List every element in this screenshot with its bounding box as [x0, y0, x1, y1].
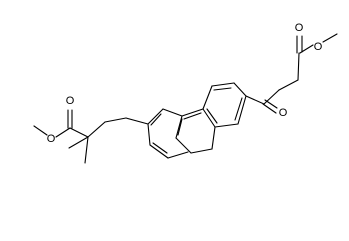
atom-o-ester-right-carbonyl: O: [295, 22, 304, 34]
bond-methyl-o-right: [322, 33, 338, 43]
ring1-inner-2: [206, 108, 218, 124]
atom-o-ketone: O: [279, 107, 288, 119]
ring3-bond-3: [147, 123, 151, 146]
bond-o-methyl-left: [33, 125, 48, 136]
bond-ch2-ch2: [104, 117, 127, 123]
right-methyl-ester-chain: [245, 33, 338, 114]
bond-ketone-double-a: [262, 103, 277, 114]
ring1-bond-1: [233, 82, 247, 97]
ring1-bond-2: [211, 82, 235, 87]
bond-quaternary-methyl-2: [84, 136, 89, 164]
atom-o-ester-left-carbonyl: O: [66, 95, 75, 107]
upper-aromatic-ring: [202, 82, 247, 128]
ring1-inner-1: [213, 87, 232, 91]
atom-o-ester-right-single: O: [314, 41, 323, 53]
bond-carbonyl-o: [55, 127, 71, 138]
lower-aromatic-ring: [147, 108, 189, 159]
bond-ch2-to-ketone: [263, 89, 280, 105]
bond-ch2-to-ch2: [278, 79, 299, 91]
ring2-bond-4: [190, 148, 213, 154]
ring3-bond-1: [162, 108, 183, 117]
bond-ketone-double-b: [264, 99, 278, 109]
atom-labels: O O O O O: [47, 22, 323, 145]
left-methyl-ester-chain: [33, 109, 149, 164]
ring1-bond-3: [202, 85, 213, 110]
bond-ketone-to-ring: [245, 95, 265, 105]
bond-ester-to-ch2: [297, 52, 300, 81]
atom-o-ester-left-single: O: [47, 133, 56, 145]
ring2-bond-1: [181, 108, 204, 117]
bond-ch2-quaternary: [87, 121, 106, 138]
bond-quaternary-methyl-1: [68, 136, 89, 149]
ring2-bond-2: [175, 115, 183, 139]
ring3-bond-2: [147, 108, 164, 125]
ring3-inner-3: [177, 118, 183, 136]
ring3-bond-4: [149, 144, 169, 159]
ring1-bond-4: [202, 108, 216, 128]
ring3-inner-2: [152, 142, 168, 154]
ring1-inner-3: [234, 97, 243, 121]
ring3-inner-1: [150, 113, 162, 126]
ring1-bond-6: [237, 95, 247, 125]
bond-quaternary-carbonyl: [69, 127, 89, 138]
ring2-bond-5: [211, 126, 216, 150]
ring1-bond-5: [214, 123, 239, 128]
ring3-bond-5: [167, 151, 189, 159]
ring2-inner-1: [183, 112, 202, 120]
bond-ring-to-ch2: [125, 117, 149, 125]
dihydro-ring: [175, 108, 216, 154]
ring2-bond-3: [175, 137, 192, 154]
